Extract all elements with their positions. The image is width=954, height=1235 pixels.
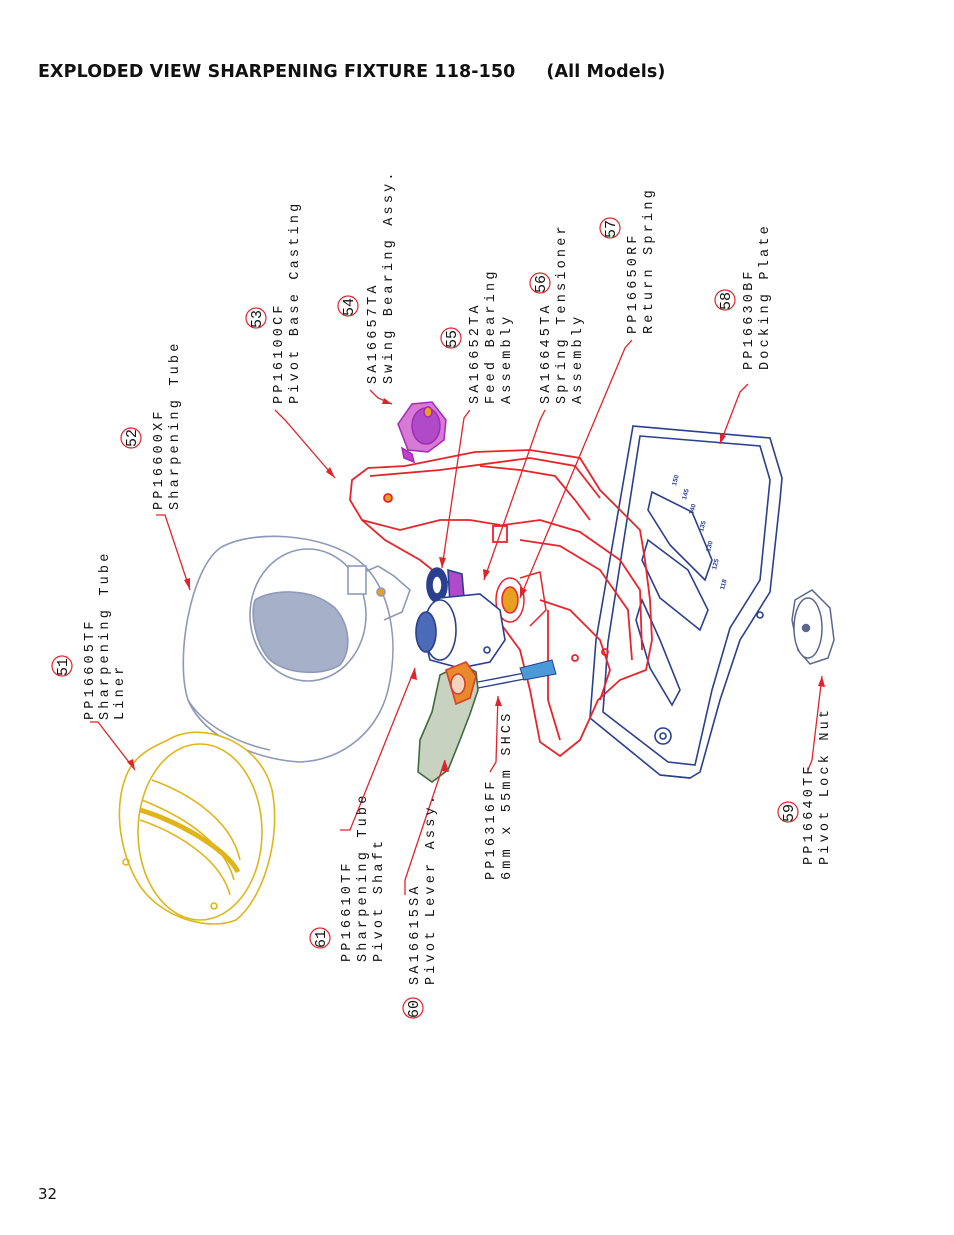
callout-number: 51 <box>55 658 72 676</box>
callout-number: 61 <box>313 930 330 948</box>
callout-number: 58 <box>718 292 735 310</box>
callout-part: PP16610TF <box>340 860 355 962</box>
callout-52: 52 PP16600XF Sharpening Tube <box>120 340 183 510</box>
callout-number-circle <box>120 427 142 449</box>
leader-shcs <box>489 695 499 773</box>
callout-desc: 6mm x 55mm SHCS <box>500 710 515 880</box>
callout-60: 60 SA16615SA Pivot Lever Assy. <box>402 793 439 1019</box>
scale-mark: 145 <box>681 488 691 501</box>
callout-desc: Pivot Shaft <box>372 838 387 962</box>
callout-part: PP16630BF <box>742 268 757 370</box>
callout-desc: Pivot Lever Assy. <box>424 793 439 985</box>
callout-part: SA16657TA <box>366 282 381 384</box>
callout-number-circle <box>599 217 621 239</box>
callout-54: 54 SA16657TA Swing Bearing Assy. <box>337 169 397 384</box>
pivot-lever-drawing <box>417 661 479 783</box>
callout-labels: 51 PP16605TF Sharpening Tube Liner 52 PP… <box>51 169 833 1019</box>
leader-60 <box>404 759 446 895</box>
scale-mark: 150 <box>671 474 681 487</box>
callout-58: 58 PP16630BF Docking Plate <box>714 223 773 370</box>
callout-61: 61 PP16610TF Sharpening Tube Pivot Shaft <box>309 792 387 962</box>
callout-number: 59 <box>781 804 798 822</box>
leader-55 <box>441 409 471 569</box>
callout-number: 55 <box>444 330 461 348</box>
callout-56: 56 SA16645TA Spring Tensioner Assembly <box>529 223 586 404</box>
sharpening-tube-drawing <box>182 535 411 763</box>
scale-mark: 125 <box>711 558 721 571</box>
callout-desc: Sharpening Tube <box>98 550 113 720</box>
callout-59: 59 PP16640TF Pivot Lock Nut <box>777 707 833 865</box>
callout-part: PP16316FF <box>484 778 499 880</box>
pivot-shaft-drawing <box>415 593 506 669</box>
callout-desc: Spring Tensioner <box>555 223 570 404</box>
spring-tensioner-drawing <box>495 571 547 627</box>
shcs-screw-drawing <box>477 659 557 689</box>
scale-mark: 130 <box>705 540 715 553</box>
callout-desc: Return Spring <box>642 187 657 334</box>
leader-57 <box>519 339 633 599</box>
callout-part: SA16652TA <box>468 302 483 404</box>
scale-mark: 135 <box>698 520 708 533</box>
leader-51 <box>90 721 136 771</box>
leader-arrowheads <box>127 398 825 772</box>
leader-61 <box>340 667 416 831</box>
pivot-lock-nut-drawing <box>791 589 835 665</box>
callout-part: PP16100CF <box>272 302 287 404</box>
callout-number: 52 <box>124 429 141 447</box>
callout-desc: Assembly <box>500 314 515 404</box>
callout-part: PP16640TF <box>802 763 817 865</box>
leader-56 <box>483 409 546 581</box>
callout-number-circle <box>337 295 359 317</box>
callout-number: 54 <box>341 298 358 316</box>
callout-desc: Assembly <box>571 314 586 404</box>
callout-leaders <box>90 339 823 895</box>
callout-number: 56 <box>533 275 550 293</box>
callout-shcs: PP16316FF 6mm x 55mm SHCS <box>484 710 515 880</box>
callout-number-circle <box>440 327 462 349</box>
callout-51: 51 PP16605TF Sharpening Tube Liner <box>51 550 128 720</box>
docking-plate-drawing <box>589 425 783 779</box>
pivot-base-casting-drawing <box>349 449 653 758</box>
callout-desc: Liner <box>113 663 128 720</box>
docking-plate-scale: 118 125 130 135 140 145 150 <box>671 474 729 591</box>
callout-53: 53 PP16100CF Pivot Base Casting <box>245 201 303 404</box>
callout-part: SA16645TA <box>539 302 554 404</box>
callout-desc: Sharpening Tube <box>168 340 183 510</box>
callout-desc: Sharpening Tube <box>356 792 371 962</box>
leader-53 <box>274 409 336 479</box>
callout-part: SA16615SA <box>408 883 423 985</box>
callout-part: PP16600XF <box>152 408 167 510</box>
leader-58 <box>719 383 749 445</box>
callout-number: 53 <box>249 310 266 328</box>
callout-55: 55 SA16652TA Feed Bearing Assembly <box>440 268 515 404</box>
callout-desc: Pivot Lock Nut <box>818 707 833 865</box>
callout-number-circle <box>245 307 267 329</box>
callout-part: PP16650RF <box>626 232 641 334</box>
callout-number: 60 <box>406 1000 423 1018</box>
callout-number-circle <box>777 801 799 823</box>
callout-number-circle <box>309 927 331 949</box>
scale-mark: 140 <box>688 503 698 516</box>
scale-mark: 118 <box>719 578 729 590</box>
callout-number-circle <box>714 289 736 311</box>
page-title: EXPLODED VIEW SHARPENING FIXTURE 118-150… <box>38 62 666 82</box>
sharpening-tube-liner-drawing <box>118 731 276 925</box>
leader-59 <box>807 675 823 771</box>
callout-desc: Swing Bearing Assy. <box>382 169 397 384</box>
leader-52 <box>156 514 191 591</box>
callout-part: PP16605TF <box>83 618 98 720</box>
callout-number-circle <box>402 997 424 1019</box>
callout-desc: Docking Plate <box>758 223 773 370</box>
callout-number-circle <box>51 655 73 677</box>
callout-number: 57 <box>603 220 620 238</box>
callout-number-circle <box>529 272 551 294</box>
swing-bearing-drawing <box>397 401 447 464</box>
callout-57: 57 PP16650RF Return Spring <box>599 187 657 334</box>
callout-desc: Feed Bearing <box>484 268 499 404</box>
callout-desc: Pivot Base Casting <box>288 201 303 404</box>
page-number: 32 <box>38 1185 58 1203</box>
